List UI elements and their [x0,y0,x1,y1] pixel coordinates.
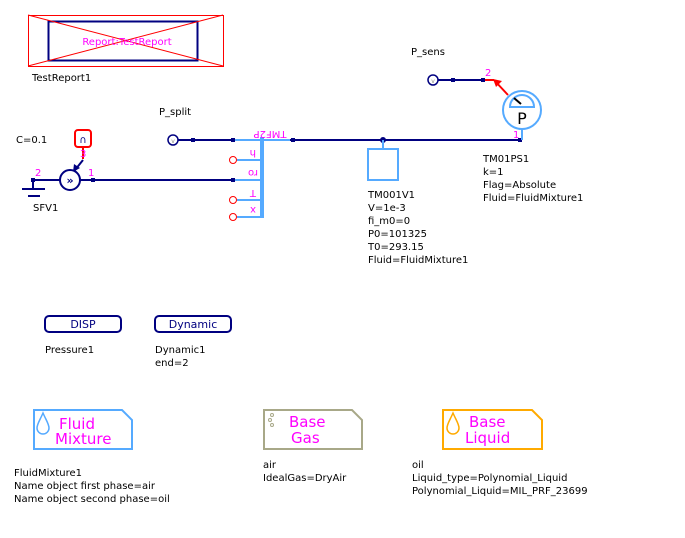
dynamic-name: Dynamic1 [155,345,205,356]
gas-molecule-icon [268,413,274,427]
tmf2p-label: TMF2P [254,128,288,139]
volume-params: TM001V1 V=1e-3 fi_m0=0 P0=101325 T0=293.… [367,190,468,266]
svg-text:FluidMixture1: FluidMixture1 [14,468,82,479]
svg-text:TM001V1: TM001V1 [367,190,415,201]
droplet-icon [36,411,50,435]
svg-text:1: 1 [88,168,94,179]
svg-text:v: v [171,138,175,145]
port-t-label: T [249,187,257,198]
droplet-icon [446,411,460,435]
svg-text:Name object second phase=oil: Name object second phase=oil [14,494,170,505]
disp-button[interactable]: DISP [44,315,122,333]
report-block[interactable]: Report:TestReport [27,14,224,67]
svg-text:2: 2 [35,168,41,179]
svg-text:air: air [263,460,277,471]
svg-text:v: v [431,78,435,85]
svg-text:T0=293.15: T0=293.15 [367,242,424,253]
svg-text:k=1: k=1 [483,167,504,178]
port-h-label: h [250,147,256,158]
volume-block[interactable] [367,140,399,181]
svg-text:Gas: Gas [291,429,320,447]
p-sens-label: P_sens [411,47,445,58]
svg-text:Fluid=FluidMixture1: Fluid=FluidMixture1 [368,255,468,266]
svg-text:DISP: DISP [70,318,96,331]
svg-text:P0=101325: P0=101325 [368,229,427,240]
svg-text:Fluid: Fluid [59,415,95,433]
svg-text:Fluid=FluidMixture1: Fluid=FluidMixture1 [483,193,583,204]
svg-text:Liquid_type=Polynomial_Liquid: Liquid_type=Polynomial_Liquid [412,473,567,484]
svg-text:1: 1 [513,130,519,141]
svg-text:IdealGas=DryAir: IdealGas=DryAir [263,473,347,484]
port-ro-label: ro [248,167,258,178]
tmf2p-block[interactable]: TMF2P h ro T x [229,128,291,221]
svg-text:2: 2 [485,68,491,79]
source-name: SFV1 [33,203,58,214]
base-gas-params: air IdealGas=DryAir [263,460,347,484]
source-param: C=0.1 [16,135,47,146]
svg-text:3: 3 [80,149,86,160]
svg-text:Name object first phase=air: Name object first phase=air [14,481,156,492]
svg-text:Dynamic: Dynamic [169,318,218,331]
svg-text:Base: Base [289,413,326,431]
svg-text:Polynomial_Liquid=MIL_PRF_2369: Polynomial_Liquid=MIL_PRF_23699 [412,486,588,497]
fluid-mixture-params: FluidMixture1 Name object first phase=ai… [14,468,170,505]
fluid-mixture-block[interactable]: Fluid Mixture [33,409,133,450]
svg-text:Mixture: Mixture [55,430,111,448]
svg-text:Liquid: Liquid [465,429,510,447]
svg-text:»: » [66,174,73,187]
p-sens-port[interactable]: v [427,74,439,86]
p-split-port[interactable]: v [167,134,179,146]
dynamic-button[interactable]: Dynamic [154,315,232,333]
svg-text:TM01PS1: TM01PS1 [482,154,529,165]
dynamic-param: end=2 [155,358,189,369]
sfv1-source[interactable]: ∩ 3 » 2 1 [22,129,94,197]
base-liquid-params: oil Liquid_type=Polynomial_Liquid Polyno… [412,460,588,497]
port-x-label: x [250,204,256,215]
svg-text:∩: ∩ [79,135,86,146]
svg-text:oil: oil [412,460,424,471]
base-gas-block[interactable]: Base Gas [263,409,363,450]
report-label: Report:TestReport [82,37,171,48]
svg-text:V=1e-3: V=1e-3 [368,203,406,214]
p-split-label: P_split [159,107,191,118]
svg-text:Base: Base [469,413,506,431]
sensor-symbol: P [517,109,527,128]
svg-text:fi_m0=0: fi_m0=0 [368,216,410,227]
report-name: TestReport1 [31,73,91,84]
svg-text:Flag=Absolute: Flag=Absolute [483,180,556,191]
pressure-sensor[interactable]: P 2 1 [485,68,542,141]
base-liquid-block[interactable]: Base Liquid [442,409,543,450]
sensor-params: TM01PS1 k=1 Flag=Absolute Fluid=FluidMix… [482,154,583,204]
disp-name: Pressure1 [45,345,94,356]
